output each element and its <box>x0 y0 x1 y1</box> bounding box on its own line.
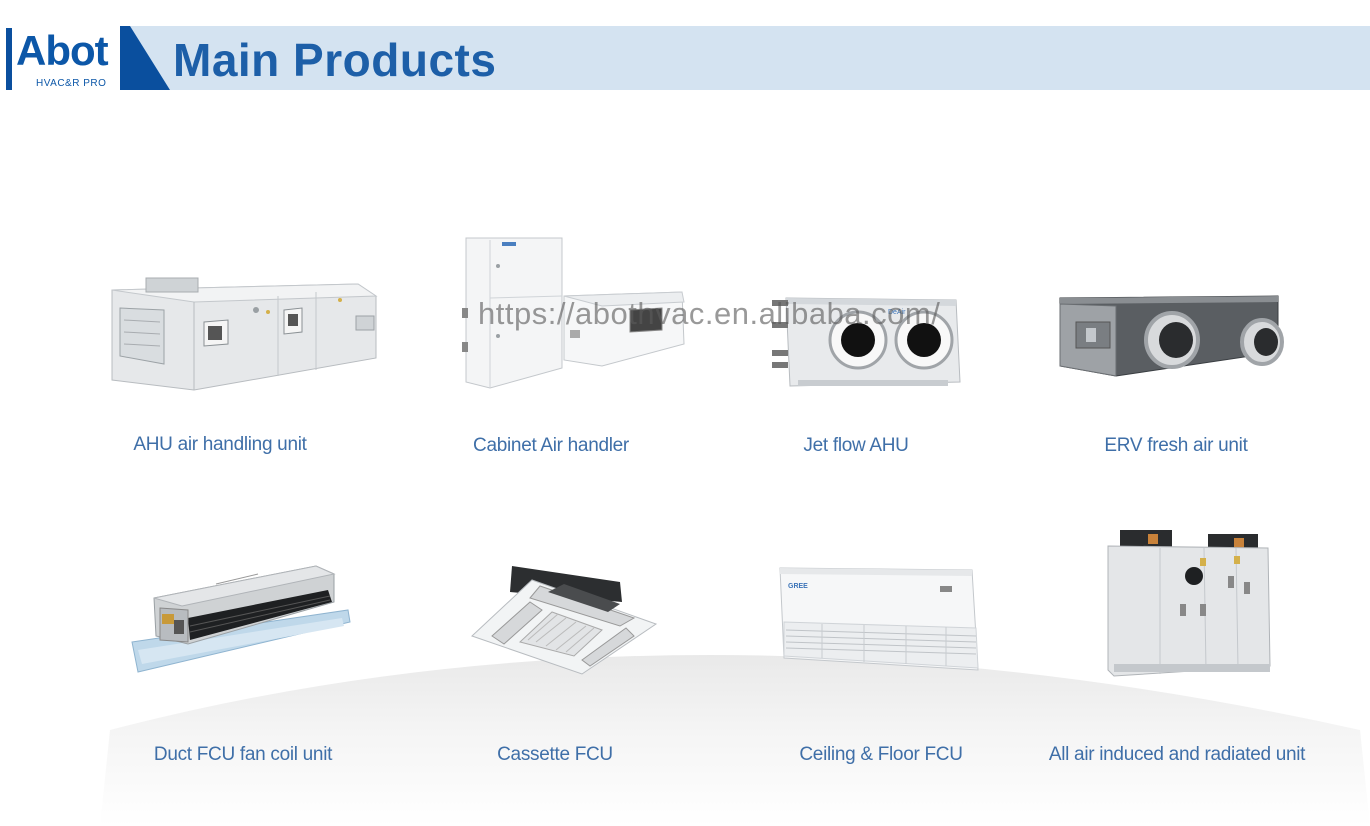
product-erv <box>1056 292 1288 388</box>
logo-text: Abot <box>16 27 109 74</box>
product-jet-flow-ahu: DeAir <box>770 292 964 388</box>
product-caption: Cabinet Air handler <box>473 435 629 456</box>
erv-unit-icon <box>1059 295 1284 377</box>
product-caption: Ceiling & Floor FCU <box>799 744 963 765</box>
product-cabinet-air-handler <box>462 236 688 394</box>
product-ahu <box>108 276 380 392</box>
jet-flow-ahu-icon: DeAir <box>772 297 961 387</box>
product-cassette-fcu <box>470 562 658 678</box>
cassette-fcu-icon <box>471 566 658 675</box>
product-induced-radiated-unit <box>1104 528 1276 678</box>
ceiling-floor-fcu-icon: GREE <box>779 567 979 671</box>
header-band <box>130 26 1370 90</box>
logo-subtitle: HVAC&R PRO <box>36 78 107 89</box>
product-duct-fcu <box>128 560 356 676</box>
product-ceiling-floor-fcu: GREE <box>776 564 982 676</box>
logo <box>14 28 126 90</box>
product-caption: All air induced and radiated unit <box>1048 744 1306 765</box>
floor-arc <box>100 655 1370 826</box>
duct-fcu-icon <box>131 565 351 673</box>
induced-radiated-unit-icon <box>1107 530 1271 677</box>
product-caption: Jet flow AHU <box>803 435 909 456</box>
product-caption: Cassette FCU <box>497 744 613 765</box>
watermark-url: https://abothvac.en.alibaba.com/ <box>478 296 941 331</box>
logo-triangle-icon <box>120 26 170 90</box>
jet-brand-label: DeAir <box>888 309 906 316</box>
logo-accent-bar <box>6 28 12 90</box>
cabinet-air-handler-icon <box>462 237 685 389</box>
ahu-unit-icon <box>111 277 378 391</box>
ceiling-brand-label: GREE <box>788 583 808 590</box>
product-caption: ERV fresh air unit <box>1104 435 1248 456</box>
product-caption: AHU air handling unit <box>133 434 307 455</box>
page-title: Main Products <box>173 34 497 86</box>
product-caption: Duct FCU fan coil unit <box>153 744 333 765</box>
